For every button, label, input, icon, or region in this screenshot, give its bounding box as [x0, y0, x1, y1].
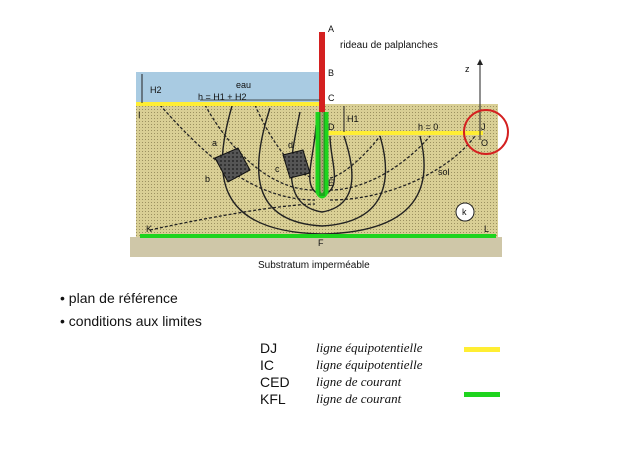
legend-code: DJ	[260, 340, 278, 356]
label-a: a	[212, 138, 217, 148]
bullet-boundary-conditions: • conditions aux limites	[60, 313, 202, 329]
line-CED	[315, 112, 329, 199]
legend-desc: ligne de courant	[316, 374, 402, 389]
equipotential-lines	[149, 104, 476, 231]
label-z: z	[465, 64, 470, 74]
label-O: O	[481, 138, 488, 148]
label-d: d	[288, 140, 293, 150]
seepage-diagram: A B C D E F I J O K L z a b c d k H1 H2 …	[130, 24, 509, 271]
label-B: B	[328, 68, 334, 78]
label-eau: eau	[236, 80, 251, 90]
label-sol: sol	[438, 167, 450, 177]
legend-code: KFL	[260, 391, 286, 407]
label-substratum: Substratum imperméable	[258, 260, 370, 271]
legend-code: CED	[260, 374, 290, 390]
label-F: F	[318, 238, 324, 248]
bullet-reference-plane: • plan de référence	[60, 290, 178, 306]
flow-net-square-cd	[282, 149, 311, 179]
permeability-circle	[455, 202, 475, 222]
legend-desc: ligne de courant	[316, 391, 402, 406]
label-L: L	[484, 224, 489, 234]
legend-swatch-green	[464, 392, 500, 397]
label-E: E	[328, 178, 334, 188]
legend-code: IC	[260, 357, 274, 373]
water-region	[136, 72, 323, 105]
label-K: K	[146, 224, 152, 234]
soil-upper-right	[325, 134, 498, 138]
label-C: C	[328, 93, 335, 103]
label-H2: H2	[150, 85, 162, 95]
sheet-pile-lower	[319, 112, 325, 196]
bullet-text-0: plan de référence	[68, 290, 178, 306]
label-I: I	[138, 110, 141, 120]
legend-swatch-yellow	[464, 347, 500, 352]
label-H1: H1	[347, 114, 359, 124]
legend-desc: ligne équipotentielle	[316, 357, 423, 372]
substratum-band	[130, 237, 502, 257]
label-D: D	[328, 122, 335, 132]
label-c: c	[275, 164, 280, 174]
line-DJ	[325, 131, 483, 135]
highlight-circle	[463, 109, 509, 155]
line-KFL	[140, 234, 496, 238]
label-rideau: rideau de palplanches	[340, 40, 438, 51]
label-b: b	[205, 174, 210, 184]
flow-net-square-ab	[214, 147, 251, 183]
label-J: J	[481, 122, 486, 132]
label-k: k	[462, 207, 467, 217]
line-IC	[136, 102, 322, 106]
legend-desc: ligne équipotentielle	[316, 340, 423, 355]
label-A: A	[328, 24, 334, 34]
label-h-head: h = H1 + H2	[198, 92, 247, 102]
bullet-text-1: conditions aux limites	[68, 313, 202, 329]
sheet-pile	[319, 32, 325, 112]
label-h-zero: h = 0	[418, 122, 438, 132]
